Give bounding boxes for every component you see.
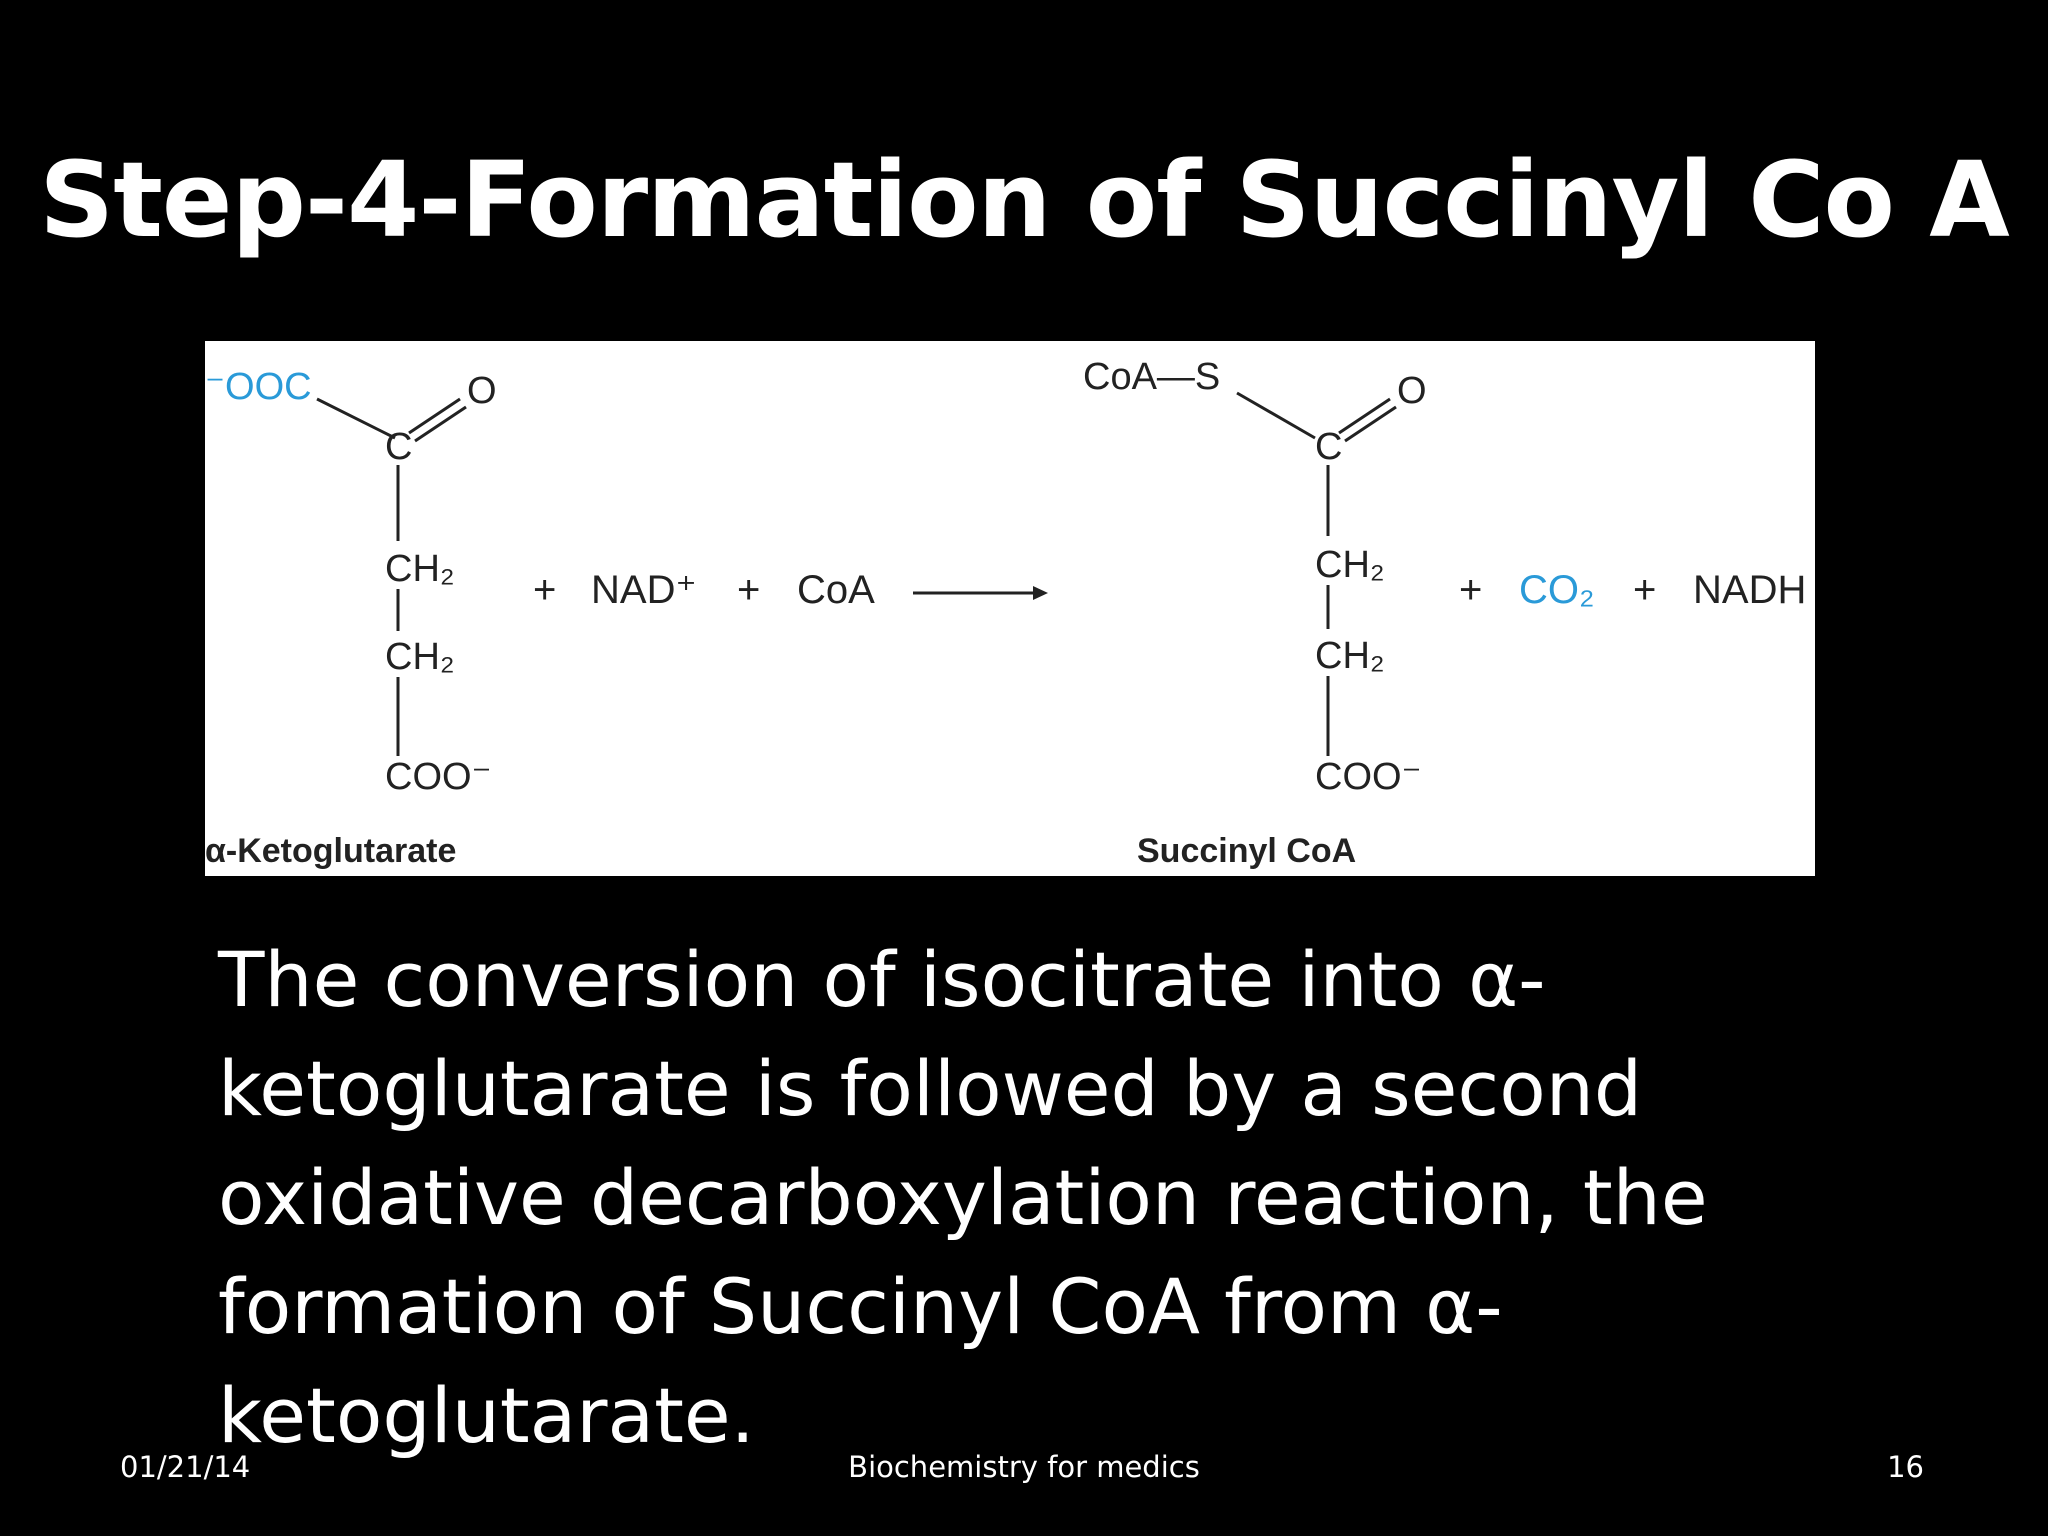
reactant-bond-ooc-c — [316, 397, 396, 440]
plus-sign-2: + — [737, 568, 760, 612]
body-line: oxidative decarboxylation reaction, the — [218, 1153, 1708, 1242]
product-ch2-a: CH₂ — [1315, 544, 1385, 586]
product-bond-s-c — [1236, 391, 1316, 440]
product-carbonyl-o: O — [1397, 370, 1427, 412]
reactant-ch2-b: CH₂ — [385, 636, 455, 678]
reactant-ch2-a: CH₂ — [385, 548, 455, 590]
product-coo: COO⁻ — [1315, 756, 1422, 798]
coa-label: CoA — [797, 568, 875, 612]
product-label: Succinyl CoA — [1137, 832, 1356, 870]
product-ch2-b: CH₂ — [1315, 635, 1385, 677]
reaction-arrow-head — [1033, 586, 1048, 600]
reactant-carbonyl-c: C — [385, 426, 412, 468]
reaction-diagram: ⁻OOC C O CH₂ CH₂ COO⁻ α-Ketoglutarate ==… — [205, 356, 1806, 870]
reaction-figure: ⁻OOC C O CH₂ CH₂ COO⁻ α-Ketoglutarate ==… — [205, 341, 1815, 876]
body-line: ketoglutarate is followed by a second — [218, 1044, 1643, 1133]
reactant-carboxylate-top: ⁻OOC — [205, 366, 312, 408]
footer-title: Biochemistry for medics — [848, 1450, 1200, 1484]
product-carbonyl-c: C — [1315, 426, 1342, 468]
product-double-bond-1 — [1338, 397, 1391, 435]
slide-title: Step-4-Formation of Succinyl Co A — [39, 139, 2009, 261]
product-coa-s: CoA—S — [1083, 356, 1220, 398]
product-double-bond-2 — [1344, 405, 1397, 443]
slide-number: 16 — [1887, 1450, 1924, 1484]
reactant-double-bond-2 — [414, 405, 467, 443]
body-line: The conversion of isocitrate into α- — [218, 935, 1546, 1024]
reactant-carbonyl-o: O — [467, 370, 497, 412]
body-line: ketoglutarate. — [218, 1371, 755, 1460]
reactant-label: α-Ketoglutarate — [205, 832, 456, 870]
reactant-coo: COO⁻ — [385, 756, 492, 798]
footer-date: 01/21/14 — [120, 1450, 251, 1484]
co2-label: CO₂ — [1519, 568, 1595, 612]
reactant-double-bond-1 — [408, 397, 461, 435]
nadh-label: NADH — [1693, 568, 1806, 612]
body-paragraph: The conversion of isocitrate into α- ket… — [218, 925, 1778, 1470]
body-line: formation of Succinyl CoA from α- — [218, 1262, 1503, 1351]
plus-sign-1: + — [533, 568, 556, 612]
plus-sign-4: + — [1633, 568, 1656, 612]
plus-sign-3: + — [1459, 568, 1482, 612]
nad-label: NAD⁺ — [591, 568, 697, 612]
